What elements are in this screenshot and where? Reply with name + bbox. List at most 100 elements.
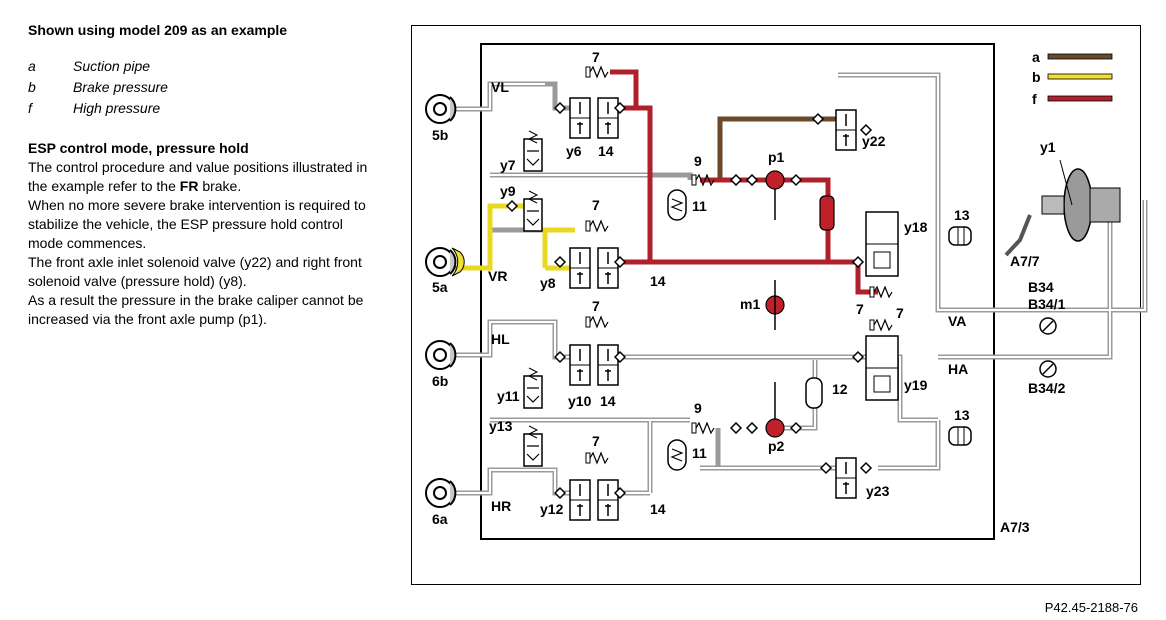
valve-y19 bbox=[865, 335, 899, 401]
valve-y10 bbox=[569, 344, 591, 386]
label-y23: y23 bbox=[866, 483, 890, 499]
label-14: 14 bbox=[650, 501, 666, 517]
label-5b: 5b bbox=[432, 127, 448, 143]
legend-key: a bbox=[28, 58, 36, 74]
label-A7-3: A7/3 bbox=[1000, 519, 1030, 535]
check-valve bbox=[746, 422, 758, 434]
intro-text-end: brake. bbox=[198, 178, 242, 194]
legend-desc: High pressure bbox=[73, 100, 161, 116]
label-p1: p1 bbox=[768, 149, 785, 165]
check-valve bbox=[746, 174, 758, 186]
pump-p2 bbox=[765, 382, 785, 438]
valve-y7 bbox=[523, 130, 543, 172]
intro-text: The control procedure and value position… bbox=[28, 159, 368, 194]
valve-y10b bbox=[597, 344, 619, 386]
restrictor-7 bbox=[585, 220, 609, 232]
check-valve bbox=[860, 462, 872, 474]
label-7: 7 bbox=[592, 49, 600, 65]
label-13: 13 bbox=[954, 407, 970, 423]
restrictor-7 bbox=[869, 286, 893, 298]
label-9: 9 bbox=[694, 153, 702, 169]
hydraulic-diagram-frame bbox=[411, 25, 1141, 585]
gauge-b34-1 bbox=[1039, 317, 1057, 335]
label-key-a: a bbox=[1032, 49, 1040, 65]
brake-booster-a7-7 bbox=[1004, 159, 1121, 257]
label-7: 7 bbox=[856, 301, 864, 317]
valve-y8 bbox=[569, 247, 591, 289]
label-11: 11 bbox=[692, 198, 707, 214]
label-13: 13 bbox=[954, 207, 970, 223]
label-5a: 5a bbox=[432, 279, 448, 295]
label-y9: y9 bbox=[500, 183, 516, 199]
check-valve bbox=[852, 351, 864, 363]
legend-row-f: f High pressure bbox=[28, 98, 378, 119]
damper-chamber bbox=[819, 195, 835, 231]
valve-y8b bbox=[597, 247, 619, 289]
line-color-key bbox=[1047, 53, 1113, 102]
caliper-5b bbox=[425, 94, 457, 124]
label-HL: HL bbox=[491, 331, 510, 347]
high-pressure-pipe bbox=[610, 69, 878, 295]
label-VL: VL bbox=[491, 79, 509, 95]
restrictor-7 bbox=[585, 316, 609, 328]
gauge-b34-2 bbox=[1039, 360, 1057, 378]
valve-y12 bbox=[569, 479, 591, 521]
legend-row-b: b Brake pressure bbox=[28, 77, 378, 98]
label-y10: y10 bbox=[568, 393, 592, 409]
label-VR: VR bbox=[488, 268, 507, 284]
label-14: 14 bbox=[598, 143, 614, 159]
legend-key: b bbox=[28, 79, 36, 95]
legend-desc: Brake pressure bbox=[73, 79, 168, 95]
check-valve bbox=[790, 422, 802, 434]
pump-motor-m1 bbox=[765, 280, 785, 330]
check-valve bbox=[790, 174, 802, 186]
label-12: 12 bbox=[832, 381, 848, 397]
label-A7-7: A7/7 bbox=[1010, 253, 1040, 269]
check-valve bbox=[730, 174, 742, 186]
label-y6: y6 bbox=[566, 143, 582, 159]
caliper-6b bbox=[425, 340, 457, 370]
figure-id: P42.45-2188-76 bbox=[1044, 600, 1138, 615]
label-y19: y19 bbox=[904, 377, 928, 393]
label-7: 7 bbox=[896, 305, 904, 321]
label-14: 14 bbox=[650, 273, 666, 289]
restrictor-7 bbox=[869, 319, 893, 331]
accumulator-11 bbox=[667, 439, 687, 471]
check-valve bbox=[820, 462, 832, 474]
check-valve bbox=[852, 256, 864, 268]
valve-y11 bbox=[523, 367, 543, 409]
label-y8: y8 bbox=[540, 275, 556, 291]
valve-y13 bbox=[523, 425, 543, 467]
valve-y6 bbox=[569, 97, 591, 139]
label-B34-1: B34/1 bbox=[1028, 296, 1066, 312]
valve-y12b bbox=[597, 479, 619, 521]
wheel-code: FR bbox=[179, 178, 199, 194]
label-m1: m1 bbox=[740, 296, 760, 312]
example-heading: Shown using model 209 as an example bbox=[28, 22, 288, 38]
label-key-b: b bbox=[1032, 69, 1041, 85]
label-9: 9 bbox=[694, 400, 702, 416]
restrictor-9 bbox=[691, 422, 715, 434]
label-y13: y13 bbox=[489, 418, 513, 434]
label-7: 7 bbox=[592, 197, 600, 213]
caliper-5a bbox=[425, 247, 457, 277]
accumulator-11 bbox=[667, 189, 687, 221]
restrictor-7 bbox=[585, 66, 609, 78]
description-panel: Shown using model 209 as an example a Su… bbox=[28, 22, 378, 329]
label-14: 14 bbox=[600, 393, 616, 409]
valve-y22 bbox=[835, 109, 857, 151]
label-y22: y22 bbox=[862, 133, 886, 149]
diagram-labels: VL VR HL HR 5b 5a 6b 6a y7 y9 y6 y8 y11 … bbox=[432, 49, 1066, 535]
label-B34: B34 bbox=[1028, 279, 1054, 295]
mode-paragraph: When no more severe brake intervention i… bbox=[28, 197, 366, 251]
valve-y18 bbox=[865, 211, 899, 277]
suction-pipe bbox=[717, 116, 838, 178]
label-B34-2: B34/2 bbox=[1028, 380, 1066, 396]
caliper-6a bbox=[425, 478, 457, 508]
check-valve bbox=[730, 422, 742, 434]
damper-12 bbox=[805, 377, 823, 409]
label-y1: y1 bbox=[1040, 139, 1056, 155]
result-paragraph: As a result the pressure in the brake ca… bbox=[28, 292, 364, 327]
label-11: 11 bbox=[692, 445, 707, 461]
